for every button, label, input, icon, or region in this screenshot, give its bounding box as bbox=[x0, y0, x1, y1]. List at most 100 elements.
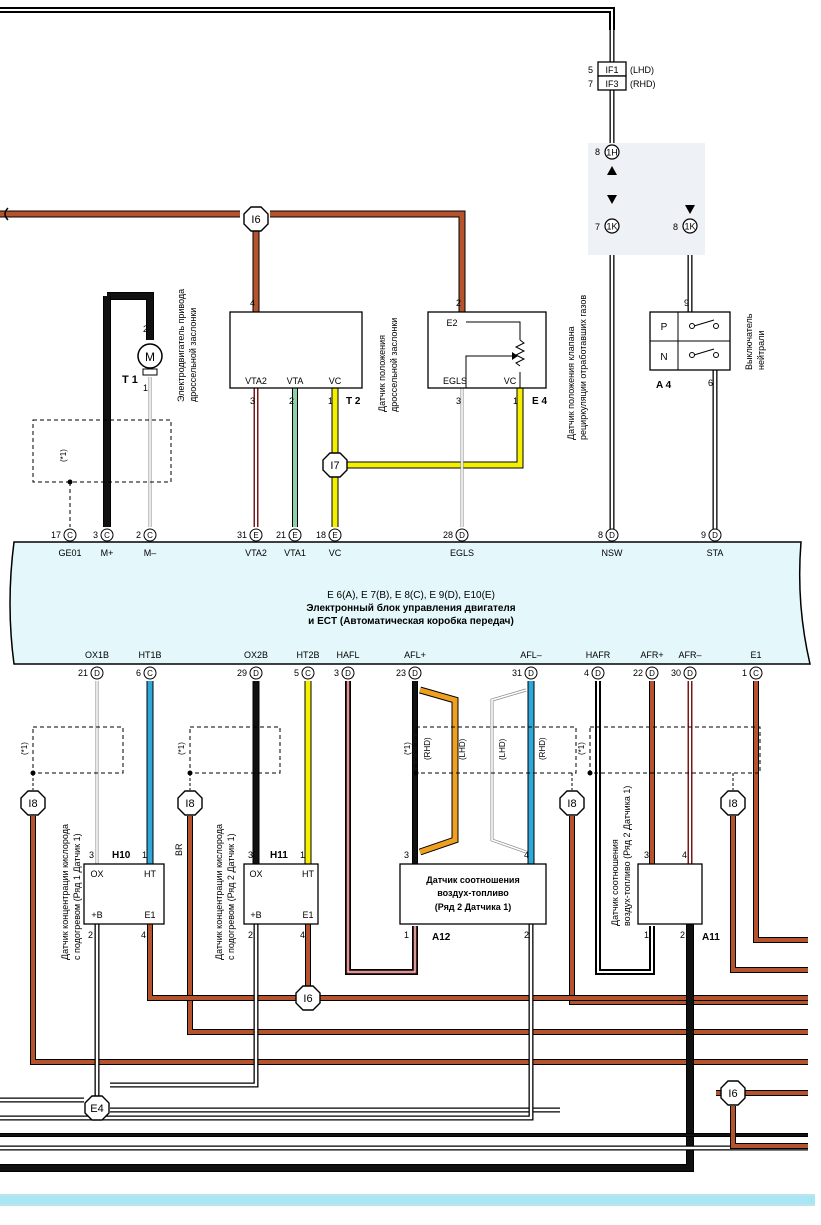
e4-pin-top: 2 bbox=[456, 298, 461, 308]
connector-i8-2-label: I8 bbox=[567, 798, 576, 810]
h10-e1-to-i6 bbox=[148, 924, 296, 1000]
a12-line-3: (Ряд 2 Датчика 1) bbox=[435, 902, 511, 912]
ecu-bot-label-OX1B: OX1B bbox=[85, 650, 109, 660]
motor-caption-2: дроссельной заслонки bbox=[188, 308, 198, 402]
ecu-top-num-VC: 18 bbox=[316, 530, 326, 540]
connector-1k-left-label: 1K bbox=[606, 222, 617, 232]
ecu-top-pin-M– bbox=[143, 528, 157, 542]
ecu-bot-num-OX2B: 29 bbox=[237, 668, 247, 678]
fuse-if3 bbox=[597, 75, 627, 91]
a12-id: A12 bbox=[432, 932, 451, 943]
h11-ox: OX bbox=[249, 869, 262, 879]
e4-vc: VC bbox=[504, 376, 517, 386]
ecu-bot-pin-HT1B bbox=[143, 666, 157, 680]
ecu-bot-label-AFR–: AFR– bbox=[678, 650, 701, 660]
ecu-top-pin-GE01 bbox=[63, 528, 77, 542]
a4-contact-1a bbox=[689, 352, 695, 358]
t2-vta: VTA bbox=[287, 376, 304, 386]
a4-contact-1b bbox=[713, 352, 719, 358]
afl-minus-note-lhd: (LHD) bbox=[498, 738, 507, 760]
ecu-bot-conn-HAFL: D bbox=[345, 669, 351, 678]
fuse-if1-pin: 5 bbox=[588, 65, 593, 75]
connector-i8-0 bbox=[20, 790, 46, 816]
o2-sensor-2-box bbox=[243, 863, 319, 925]
hafl-core bbox=[347, 681, 416, 973]
ecu-bot-label-AFL+: AFL+ bbox=[404, 650, 426, 660]
ecu-bot-num-E1: 1 bbox=[742, 668, 747, 678]
ecu-bot-label-HAFL: HAFL bbox=[336, 650, 359, 660]
ecu-title-1: E 6(A), E 7(B), E 8(C), E 9(D), E10(E) bbox=[327, 590, 495, 601]
h10-b: +B bbox=[91, 910, 102, 920]
break-mark bbox=[4, 207, 9, 221]
hafl-outline bbox=[345, 681, 418, 975]
ecu-bot-num-AFL–: 31 bbox=[512, 668, 522, 678]
arrow-up bbox=[607, 166, 617, 175]
a11-ground bbox=[0, 924, 693, 1171]
ecu-top-label-GE01: GE01 bbox=[58, 548, 81, 558]
ecu-bot-label-HT1B: HT1B bbox=[138, 650, 161, 660]
ecu-bot-num-AFR+: 22 bbox=[633, 668, 643, 678]
e1-wire bbox=[754, 681, 808, 942]
arrow-down-right bbox=[685, 205, 695, 214]
ecu-top-num-M+: 3 bbox=[93, 530, 98, 540]
h10-ox: OX bbox=[90, 869, 103, 879]
connector-i7-label: I7 bbox=[330, 460, 339, 472]
e1-wire-outline bbox=[753, 681, 808, 943]
ecu-bot-conn-HAFR: D bbox=[595, 669, 601, 678]
ecu-top-conn-M+: C bbox=[104, 531, 110, 540]
connector-1k-left bbox=[604, 218, 620, 234]
ecu-top-pin-M+ bbox=[100, 528, 114, 542]
a12-pin-1: 1 bbox=[404, 930, 409, 940]
afl-minus-lhd-outline bbox=[490, 688, 527, 854]
h10-pin-4: 4 bbox=[141, 930, 146, 940]
hafl-wire bbox=[346, 681, 417, 974]
ecu-top-conn-GE01: C bbox=[67, 531, 73, 540]
e4-egls: EGLS bbox=[443, 376, 467, 386]
a4-blade-1 bbox=[693, 348, 715, 356]
ecu-bot-conn-AFR–: D bbox=[687, 669, 693, 678]
connector-i6-top-label: I6 bbox=[251, 214, 260, 226]
shield-dot-2 bbox=[413, 770, 419, 776]
egr-sensor-box bbox=[427, 311, 547, 389]
connector-1k-right-pin: 8 bbox=[673, 222, 678, 232]
h10-caption-1: Датчик концентрации кислорода bbox=[60, 824, 70, 960]
ecu-top-num-GE01: 17 bbox=[51, 530, 61, 540]
i8-1-ground bbox=[31, 816, 808, 1064]
connector-i6-bottom-label: I6 bbox=[728, 1088, 737, 1100]
hafr-wire bbox=[597, 681, 653, 973]
ecu-bot-pin-E1 bbox=[749, 666, 763, 680]
a11-caption-2: воздух-топливо (Ряд 2 Датчика 1) bbox=[622, 786, 632, 926]
motor-m-plus-top bbox=[107, 293, 153, 340]
ecu-top-label-VTA2: VTA2 bbox=[245, 548, 267, 558]
a11-pin-3: 3 bbox=[644, 850, 649, 860]
ecu-bot-conn-AFL–: D bbox=[528, 669, 534, 678]
fuse-if1-label: IF1 bbox=[605, 65, 618, 75]
ecu-bot-pin-AFR– bbox=[683, 666, 697, 680]
a4-contact-0a bbox=[689, 323, 695, 329]
ecu-bot-label-HAFR: HAFR bbox=[586, 650, 611, 660]
ecu-top-pin-STA bbox=[708, 528, 722, 542]
a4-p: P bbox=[661, 322, 668, 333]
ecu-top-pin-VC bbox=[328, 528, 342, 542]
h11-pin-1: 1 bbox=[300, 850, 305, 860]
connector-i8-1-label: I8 bbox=[185, 798, 194, 810]
ecu-top-label-M–: M– bbox=[144, 548, 157, 558]
ecu-bot-num-HAFR: 4 bbox=[584, 668, 589, 678]
e4-e2: E2 bbox=[446, 318, 457, 328]
motor-symbol-label: M bbox=[145, 350, 155, 364]
ecu-bot-num-HAFL: 3 bbox=[334, 668, 339, 678]
ecu-title-3: и ECT (Автоматическая коробка передач) bbox=[308, 615, 514, 627]
connector-1k-right bbox=[682, 218, 698, 234]
brown-bus-right bbox=[270, 211, 465, 312]
a12-b-wire bbox=[0, 924, 533, 1120]
motor-base bbox=[142, 368, 158, 376]
ecu-bot-conn-HT2B: C bbox=[305, 669, 311, 678]
shield-box-1 bbox=[189, 726, 281, 774]
a4-contact-0b bbox=[713, 323, 719, 329]
connector-i7 bbox=[322, 452, 348, 478]
ecu-top-num-VTA1: 21 bbox=[276, 530, 286, 540]
motor-caption-1: Электродвигатель привода bbox=[176, 289, 186, 402]
